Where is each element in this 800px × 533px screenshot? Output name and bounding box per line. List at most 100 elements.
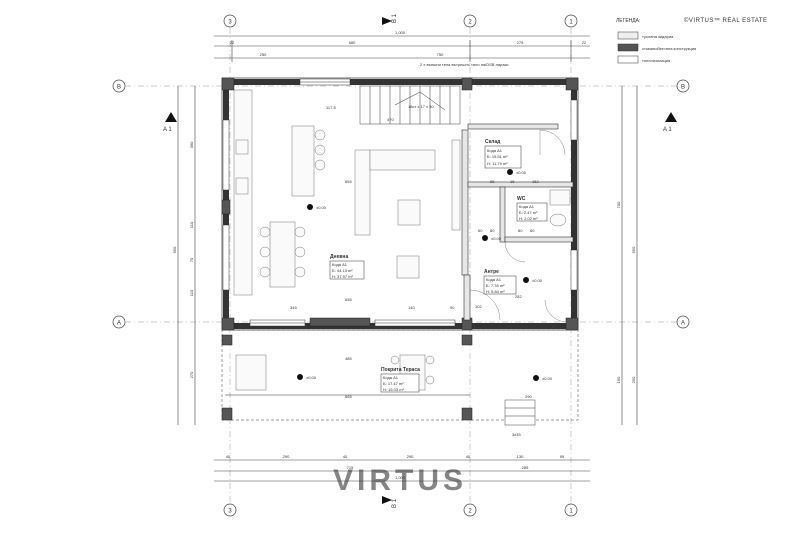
interior-wall — [504, 236, 574, 243]
tv-unit — [451, 139, 461, 231]
level-label: ±0.00 — [491, 236, 502, 241]
axis-label-bottom-2: 2 — [468, 509, 472, 515]
section-label-right: A 1 — [663, 127, 672, 133]
level-icon — [507, 169, 513, 175]
column — [221, 199, 231, 215]
dim-bottom-1f: 130 — [517, 454, 524, 459]
room-name: Покрита Тераса — [381, 367, 420, 373]
room-area-net: Н: 15.03 m² — [383, 387, 405, 392]
section-arrow-right — [665, 112, 677, 122]
column — [565, 77, 579, 91]
room-code: Кода А1 — [486, 277, 502, 282]
dining-table — [269, 221, 296, 288]
building-walls — [221, 77, 579, 331]
room-code: Кода А1 — [519, 204, 535, 209]
room-area-gross: Б: 17.47 m² — [383, 381, 404, 386]
watermark: VIRTUS — [333, 464, 467, 497]
armchair — [396, 255, 420, 279]
dim-top-2b: 750 — [437, 52, 444, 57]
brand-label: ©VIRTUS™ REAL ESTATE — [684, 17, 768, 24]
dim-label: 665 — [345, 394, 352, 399]
dim-label: 85 — [490, 179, 495, 184]
dim-left-5: 270 — [189, 371, 194, 378]
dim-top-1b: 680 — [349, 40, 356, 45]
dim-label: 80 — [490, 228, 495, 233]
terrace-steps-label: 3x35 — [512, 432, 521, 437]
section-arrow-top — [382, 17, 392, 25]
sofa — [369, 149, 436, 171]
dim-right-total: 950 — [631, 246, 636, 253]
level-label: ±0.00 — [542, 376, 553, 381]
dim-bottom-1b: 290 — [283, 454, 290, 459]
legend-label-brick: тухлена зидария — [642, 34, 673, 39]
dim-bottom-1d: 290 — [407, 454, 414, 459]
dim-label: 60 — [478, 228, 483, 233]
level-icon — [523, 277, 529, 283]
dimensions-top: 1,000 22 680 275 22 250 750 — [214, 30, 590, 62]
level-label: ±0.00 — [516, 170, 527, 175]
section-arrow-left — [165, 112, 177, 122]
axis-label-right-a: A — [681, 321, 685, 327]
room-area-net: Н: 37.97 m² — [332, 274, 354, 279]
level-label: ±0.00 — [306, 375, 317, 380]
room-code: Кода А1 — [332, 262, 348, 267]
section-label-top: B 1 — [392, 13, 398, 23]
legend-title: ЛЕГЕНДА: — [616, 18, 640, 24]
dim-label: 90 — [450, 305, 455, 310]
dim-right-2: 160 — [616, 376, 621, 383]
dim-bottom-1a: 40 — [226, 454, 231, 459]
dim-label: 290 — [525, 394, 532, 399]
level-label: ±0.00 — [316, 205, 327, 210]
section-label-bottom: B 1 — [392, 498, 398, 508]
dim-label: 117.5 — [326, 105, 336, 110]
axis-label-top-3: 3 — [228, 20, 232, 26]
legend: ЛЕГЕНДА: тухлена зидария стоманобетонна … — [616, 18, 696, 64]
dim-left-1: 360 — [189, 141, 194, 148]
room-code: Кода А1 — [487, 148, 503, 153]
dimensions-bottom: 40 290 40 290 40 130 95 715 285 1,000 — [214, 454, 590, 482]
interior-dimensions: 117.5 655 655 345 140 90 470 85 15 152 6… — [290, 105, 539, 399]
room-name: Дневна — [330, 254, 348, 260]
lounge-chair — [235, 354, 267, 391]
room-area-gross: Б: 44.13 m² — [332, 268, 353, 273]
dim-top-1a: 22 — [230, 40, 235, 45]
dim-top-1d: 22 — [582, 40, 587, 45]
dim-left-3: 70 — [189, 257, 194, 262]
dim-bottom-1c: 40 — [343, 454, 348, 459]
wc-fixtures — [549, 189, 571, 227]
ac-note: 2 x външни тела вътрешно тяло на/DSB нар… — [420, 62, 508, 67]
staircase: 18ст x 17 x 30 — [359, 85, 461, 125]
section-arrow-bottom — [382, 496, 392, 504]
interior-wall — [499, 186, 506, 243]
legend-swatch-brick — [617, 31, 639, 40]
room-label-antre: Антре Кода А1 Б: 7.78 m² Н: 5.84 m² — [483, 269, 517, 295]
legend-label-insulation: топлоизолация — [642, 58, 670, 63]
dim-label: 655 — [345, 179, 352, 184]
axis-label-bottom-3: 3 — [228, 509, 232, 515]
room-label-dnevna: Дневна Кода А1 Б: 44.13 m² Н: 37.97 m² — [329, 254, 365, 280]
dim-bottom-2b: 285 — [522, 465, 529, 470]
axis-bottom: 3 2 1 — [223, 503, 578, 517]
room-name: Антре — [484, 269, 499, 275]
column — [221, 317, 235, 331]
kitchen — [233, 89, 326, 296]
section-label-left: A 1 — [163, 127, 172, 133]
interior-wall — [467, 123, 559, 130]
room-area-gross: Б: 7.78 m² — [486, 283, 505, 288]
dim-label: 485 — [345, 356, 352, 361]
dim-label: 655 — [345, 297, 352, 302]
axis-label-left-b: B — [117, 85, 121, 91]
doors — [469, 129, 568, 323]
level-icon — [482, 235, 488, 241]
dim-label: 140 — [408, 305, 415, 310]
dim-right-3: 250 — [631, 376, 636, 383]
room-label-sklad: Склад Кода А1 Б: 15.51 m² Н: 11.79 m² — [484, 139, 522, 169]
axis-label-left-a: A — [117, 321, 121, 327]
room-area-net: Н: 11.79 m² — [487, 161, 508, 166]
dim-left-total: 950 — [172, 246, 177, 253]
room-area-net: Н: 5.84 m² — [486, 289, 505, 294]
section-markers: A 1 A 1 B 1 B 1 — [163, 13, 677, 508]
dim-label: 80 — [518, 228, 523, 233]
column — [221, 77, 235, 91]
room-name: WC — [517, 196, 526, 202]
